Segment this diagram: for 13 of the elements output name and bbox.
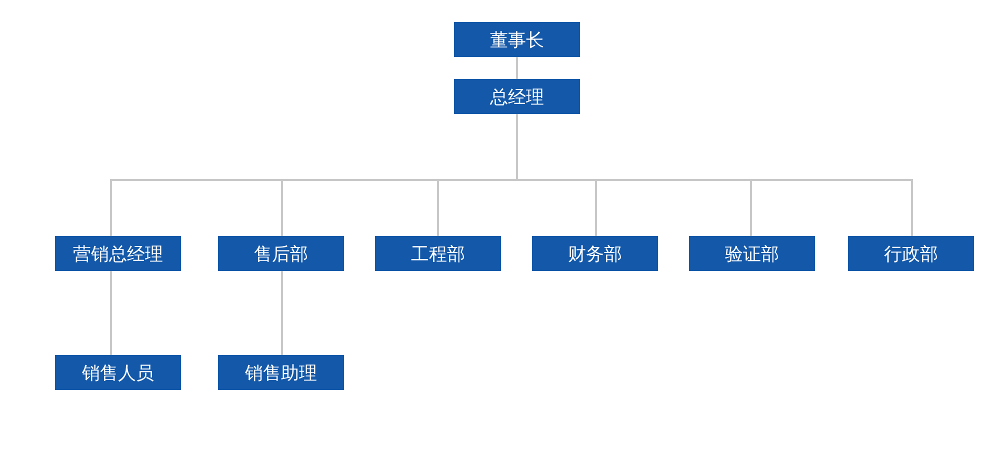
org-box: 总经理 <box>454 79 580 114</box>
org-box: 营销总经理 <box>55 236 181 271</box>
org-box: 验证部 <box>689 236 815 271</box>
org-box: 行政部 <box>848 236 974 271</box>
connector-line <box>110 271 112 355</box>
connector-line <box>281 271 283 355</box>
org-box: 董事长 <box>454 22 580 57</box>
org-box: 财务部 <box>532 236 658 271</box>
connector-line <box>516 57 518 79</box>
org-box: 销售人员 <box>55 355 181 390</box>
org-box: 工程部 <box>375 236 501 271</box>
org-box: 售后部 <box>218 236 344 271</box>
org-box: 销售助理 <box>218 355 344 390</box>
